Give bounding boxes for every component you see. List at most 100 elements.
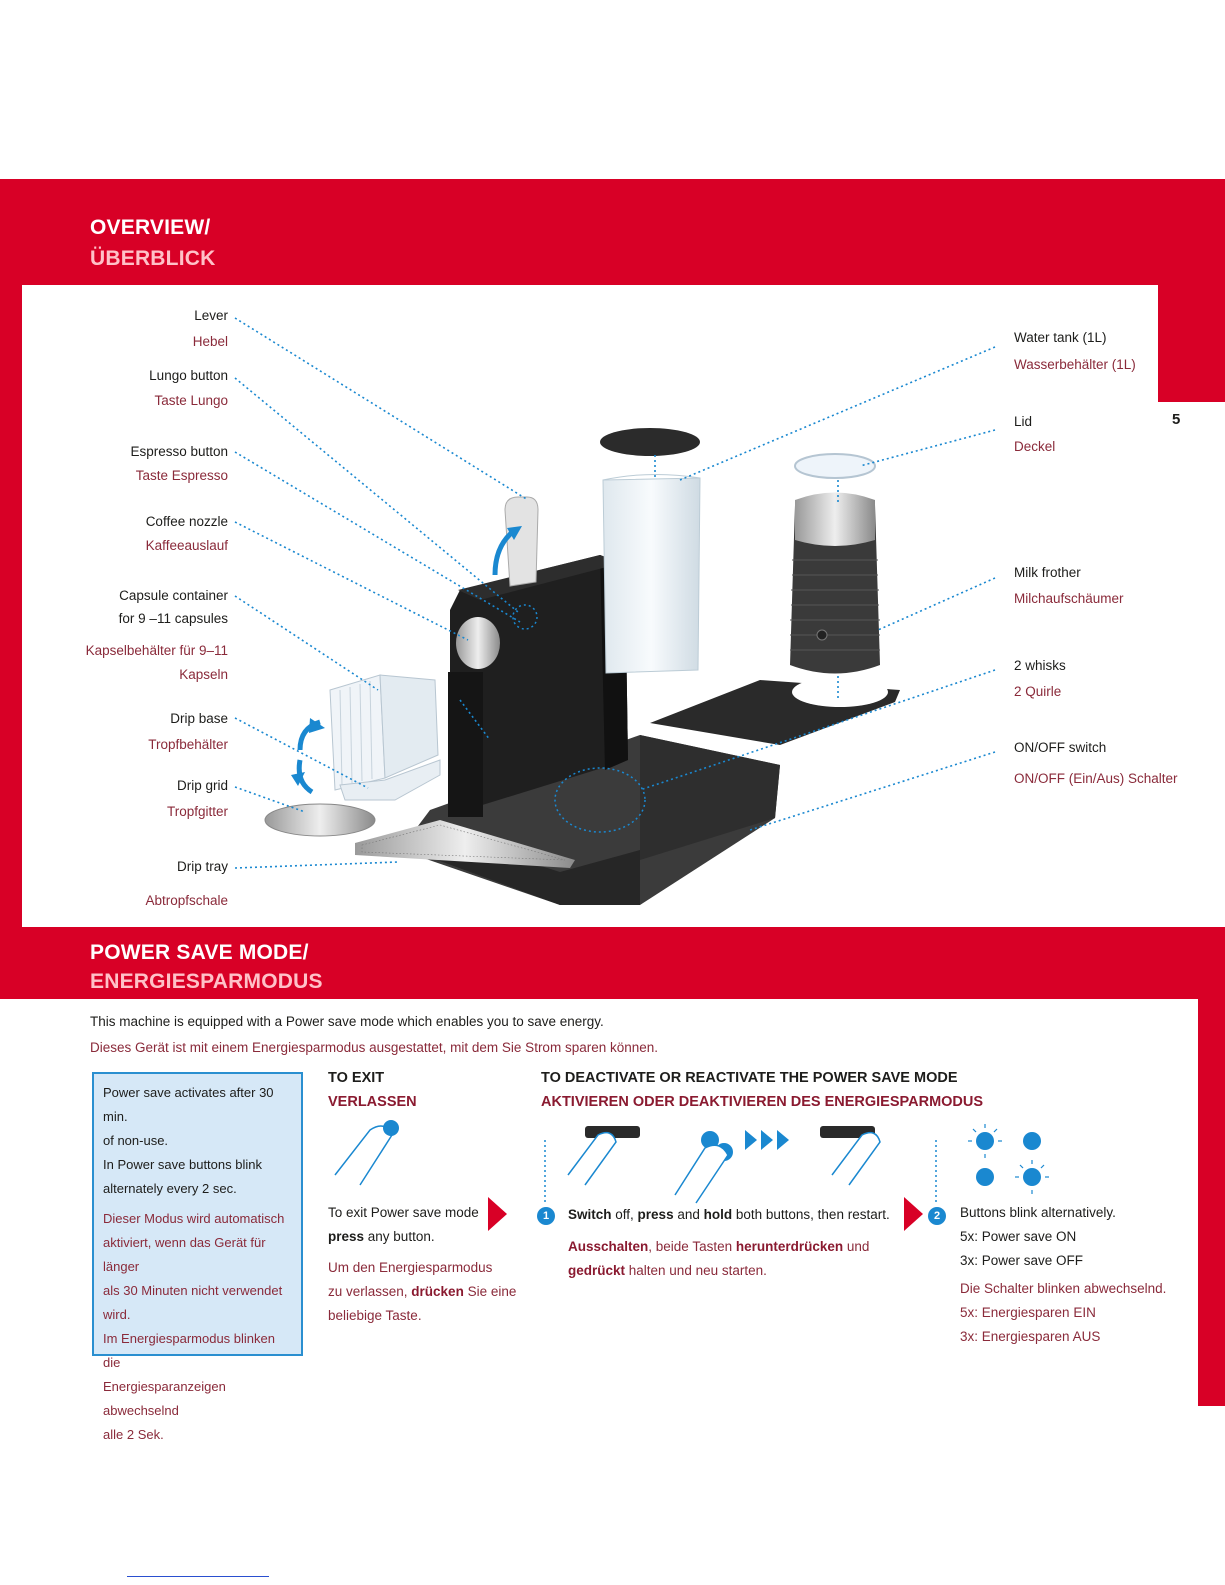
info-en-line-3: In Power save buttons blink [103, 1157, 262, 1172]
milk-frother [790, 453, 880, 674]
finger-restart-icon [820, 1126, 881, 1186]
label-lid: Lid [1014, 414, 1033, 429]
label-drip-grid: Drip grid [176, 778, 228, 793]
overview-title-de: ÜBERBLICK [90, 247, 216, 270]
exit-druecken-bold: drücken [411, 1284, 464, 1299]
exit-de-line-2: zu verlassen, drücken Sie eine [328, 1280, 516, 1304]
page-tab [1158, 402, 1225, 927]
step1-t2: and [673, 1207, 704, 1222]
exit-de-pre: zu verlassen, [328, 1284, 412, 1299]
step-2-badge: 2 [928, 1207, 946, 1225]
step-1-en: Switch off, press and hold both buttons,… [568, 1203, 890, 1227]
label-hebel: Hebel [192, 334, 228, 349]
label-drip-base: Drip base [170, 711, 228, 726]
label-abtropfschale: Abtropfschale [145, 893, 228, 908]
info-de-line-2: aktiviert, wenn das Gerät für länger [103, 1235, 266, 1274]
step-1-de-line-2: gedrückt halten und neu starten. [568, 1259, 767, 1283]
info-de-line-6: Energiesparanzeigen abwechselnd [103, 1379, 226, 1418]
label-2-quirle: 2 Quirle [1014, 684, 1062, 699]
power-intro-de: Dieses Gerät ist mit einem Energiesparmo… [90, 1040, 659, 1055]
label-espresso-button: Espresso button [130, 444, 228, 459]
exit-press-bold: press [328, 1229, 365, 1244]
exit-press-rest: any button. [364, 1229, 435, 1244]
label-coffee-nozzle: Coffee nozzle [145, 514, 228, 529]
exit-en-line-2: press any button. [328, 1225, 435, 1249]
deactivate-title-de: AKTIVIEREN ODER DEAKTIVIEREN DES ENERGIE… [541, 1094, 984, 1110]
step-1-de-line-1: Ausschalten, beide Tasten herunterdrücke… [568, 1235, 869, 1259]
finger-switch-off-icon [567, 1126, 640, 1186]
exit-de-line-1: Um den Energiesparmodus [328, 1260, 493, 1275]
info-en-line-1: Power save activates after 30 min. [103, 1085, 274, 1124]
label-capsule-count: for 9 –11 capsules [118, 611, 228, 626]
label-kapselbehaelter: Kapselbehälter für 9–11 [85, 643, 228, 658]
leader-lines [234, 317, 996, 869]
step-2-en-line-2: 5x: Power save ON [960, 1229, 1077, 1244]
info-de-line-5: Im Energiesparmodus blinken die [103, 1331, 275, 1370]
label-lever: Lever [194, 308, 228, 323]
power-title-de: ENERGIESPARMODUS [90, 970, 323, 993]
exit-de-line-3: beliebige Taste. [328, 1308, 422, 1323]
step1-hold-bold: hold [703, 1207, 733, 1222]
exit-title-en: TO EXIT [328, 1070, 385, 1086]
power-save-info-box: Power save activates after 30 min. of no… [92, 1072, 303, 1442]
arrow-right-icon-2 [904, 1197, 923, 1231]
label-milchaufschaeumer: Milchaufschäumer [1014, 591, 1124, 606]
footer-rule [127, 1576, 269, 1577]
lever [492, 496, 539, 587]
label-drip-tray: Drip tray [176, 859, 228, 874]
step-2-en-line-3: 3x: Power save OFF [960, 1253, 1084, 1268]
step1-herunterdruecken-bold: herunterdrücken [735, 1239, 844, 1254]
info-en-line-4: alternately every 2 sec. [103, 1181, 237, 1196]
drip-tray [355, 820, 575, 868]
label-on-off-switch: ON/OFF switch [1014, 740, 1107, 755]
deactivate-title-en: TO DEACTIVATE OR REACTIVATE THE POWER SA… [541, 1070, 958, 1086]
overview-title-en: OVERVIEW/ [90, 216, 211, 239]
step-2-de-line-3: 3x: Energiesparen AUS [960, 1329, 1101, 1344]
finger-press-icon [334, 1120, 399, 1186]
label-wasserbehaelter: Wasserbehälter (1L) [1014, 357, 1136, 372]
label-lungo-button: Lungo button [149, 368, 228, 383]
info-de-line-7: alle 2 Sek. [103, 1427, 164, 1442]
info-de-line-4: wird. [103, 1307, 131, 1322]
power-intro-en: This machine is equipped with a Power sa… [90, 1014, 604, 1029]
arrow-right-icon [488, 1197, 507, 1231]
step1-de-t1: , beide Tasten [648, 1239, 736, 1254]
label-deckel: Deckel [1014, 439, 1056, 454]
step1-press-bold: press [637, 1207, 674, 1222]
exit-en-line-1: To exit Power save mode [328, 1205, 479, 1220]
label-taste-lungo: Taste Lungo [154, 393, 228, 408]
label-2-whisks: 2 whisks [1014, 658, 1066, 673]
blinking-buttons-icon [968, 1124, 1049, 1194]
info-de-line-1: Dieser Modus wird automatisch [103, 1211, 285, 1226]
step1-t3: both buttons, then restart. [732, 1207, 890, 1222]
label-milk-frother: Milk frother [1014, 565, 1081, 580]
step-2-en-line-1: Buttons blink alternatively. [960, 1205, 1116, 1220]
page-number: 5 [1172, 411, 1181, 428]
label-on-off-schalter: ON/OFF (Ein/Aus) Schalter [1014, 771, 1178, 786]
exit-title-de: VERLASSEN [328, 1094, 417, 1110]
step-2-de-line-2: 5x: Energiesparen EIN [960, 1305, 1096, 1320]
step1-ausschalten-bold: Ausschalten [568, 1239, 649, 1254]
capsule-container [264, 674, 441, 837]
step1-t1: off, [611, 1207, 638, 1222]
label-kaffeeauslauf: Kaffeeauslauf [145, 538, 228, 553]
step1-gedrueckt-bold: gedrückt [568, 1263, 626, 1278]
label-tropfgitter: Tropfgitter [166, 804, 228, 819]
finger-hold-buttons-icon [674, 1131, 733, 1204]
step1-de-t3: halten und neu starten. [625, 1263, 767, 1278]
arrow-sequence-icon [745, 1130, 789, 1150]
water-tank [600, 428, 701, 674]
label-kapseln: Kapseln [179, 667, 228, 682]
step-2-de-line-1: Die Schalter blinken abwechselnd. [960, 1281, 1167, 1296]
label-taste-espresso: Taste Espresso [135, 468, 228, 483]
exit-de-post: Sie eine [463, 1284, 517, 1299]
step1-switch-bold: Switch [568, 1207, 612, 1222]
label-capsule-container: Capsule container [119, 588, 228, 603]
step-1-badge: 1 [537, 1207, 555, 1225]
power-title-en: POWER SAVE MODE/ [90, 941, 309, 964]
info-de-line-3: als 30 Minuten nicht verwendet [103, 1283, 283, 1298]
step1-de-t2: und [843, 1239, 870, 1254]
info-en-line-2: of non-use. [103, 1133, 169, 1148]
